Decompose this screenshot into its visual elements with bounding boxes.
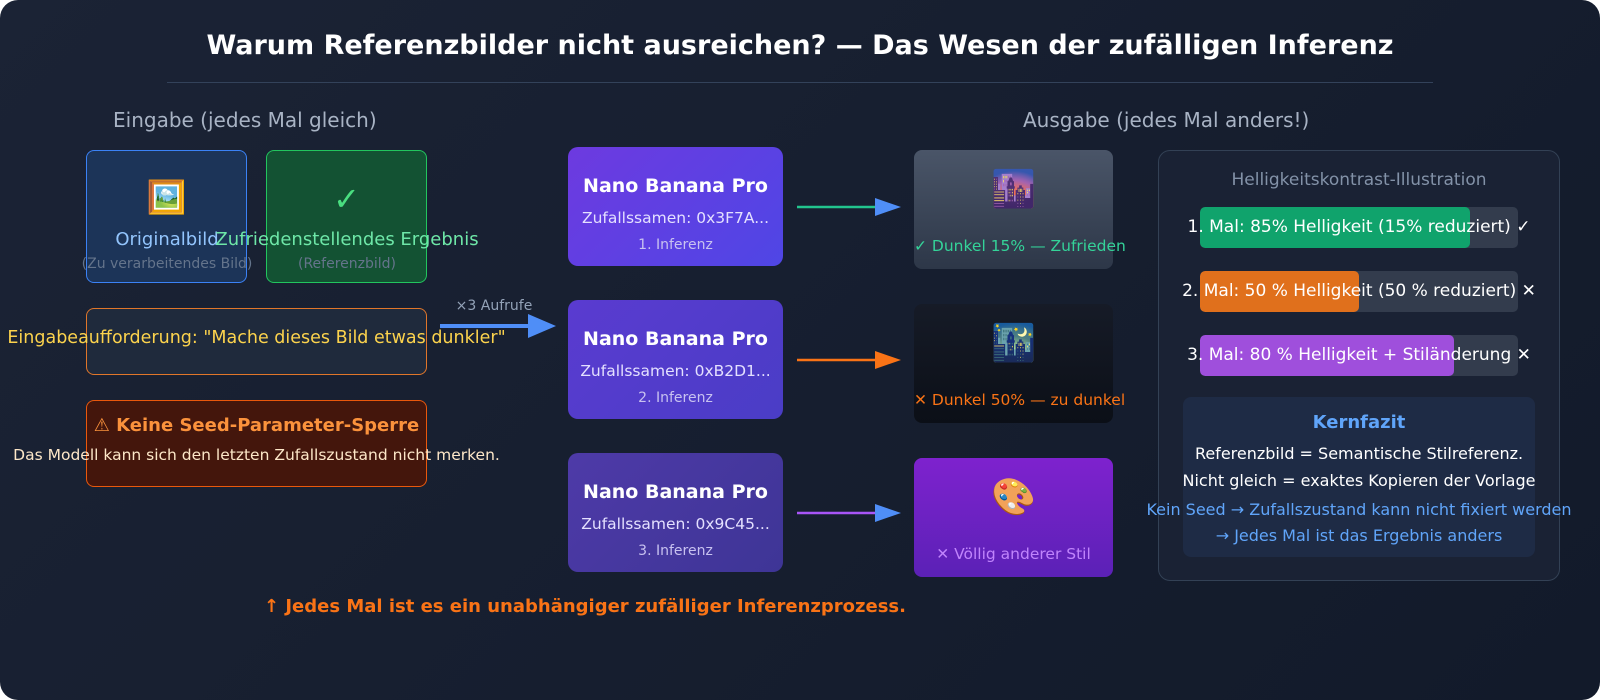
cityscape-dusk-icon: 🌆: [991, 169, 1036, 210]
model-card-3: Nano Banana Pro Zufallssamen: 0x9C45... …: [568, 453, 783, 572]
brightness-bar-label: 2. Mal: 50 % Helligkeit (50 % reduziert)…: [1182, 281, 1536, 301]
model-card-1: Nano Banana Pro Zufallssamen: 0x3F7A... …: [568, 147, 783, 266]
model-run: 2. Inferenz: [638, 390, 713, 406]
reference-result-sublabel: (Referenzbild): [297, 256, 396, 272]
prompt-card: [86, 308, 427, 375]
original-image-sublabel: (Zu verarbeitendes Bild): [81, 256, 253, 272]
output-status: ✓ Dunkel 15% — Zufrieden: [914, 237, 1126, 255]
arrow-run-1: [797, 198, 901, 216]
brightness-bar-fill: [1200, 207, 1470, 248]
brightness-bar-label: 1. Mal: 85% Helligkeit (15% reduziert) ✓: [1187, 217, 1531, 237]
model-title: Nano Banana Pro: [583, 175, 768, 197]
output-card-3: 🎨 ✕ Völlig anderer Stil: [914, 458, 1113, 577]
key-takeaway-line-2: Nicht gleich = exaktes Kopieren der Vorl…: [1182, 471, 1536, 490]
model-run: 3. Inferenz: [638, 543, 713, 559]
calls-count-label: ×3 Aufrufe: [455, 298, 533, 314]
page-title: Warum Referenzbilder nicht ausreichen? —…: [206, 30, 1394, 61]
seed-warning-card: [86, 400, 427, 487]
model-seed: Zufallssamen: 0xB2D1...: [580, 362, 771, 380]
title-divider: [167, 82, 1433, 83]
arrow-run-2: [797, 351, 901, 369]
model-card-2: Nano Banana Pro Zufallssamen: 0xB2D1... …: [568, 300, 783, 419]
model-title: Nano Banana Pro: [583, 328, 768, 350]
key-takeaway-line-3: Kein Seed → Zufallszustand kann nicht fi…: [1146, 500, 1572, 519]
prompt-text: Eingabeaufforderung: "Mache dieses Bild …: [7, 328, 506, 348]
reference-result-label: Zufriedenstellendes Ergebnis: [215, 229, 479, 250]
output-status: ✕ Dunkel 50% — zu dunkel: [914, 391, 1126, 409]
output-section-header: Ausgabe (jedes Mal anders!): [1023, 108, 1310, 132]
brightness-bar-label: 3. Mal: 80 % Helligkeit + Stiländerung ✕: [1187, 345, 1531, 365]
arrow-run-3: [797, 504, 901, 522]
key-takeaway-line-1: Referenzbild = Semantische Stilreferenz.: [1194, 444, 1524, 463]
palette-icon: 🎨: [991, 477, 1036, 518]
night-city-icon: 🌃: [991, 323, 1036, 364]
footer-note: ↑ Jedes Mal ist es ein unabhängiger zufä…: [264, 596, 906, 617]
main-flow-arrow: [440, 314, 556, 338]
reference-result-card: [266, 150, 427, 283]
model-seed: Zufallssamen: 0x9C45...: [581, 515, 770, 533]
brightness-bar-2: [1200, 271, 1518, 312]
original-image-card: [86, 150, 247, 283]
input-section-header: Eingabe (jedes Mal gleich): [113, 108, 377, 132]
model-run: 1. Inferenz: [638, 237, 713, 253]
brightness-bar-fill: [1200, 271, 1359, 312]
brightness-bar-1: [1200, 207, 1518, 248]
model-seed: Zufallssamen: 0x3F7A...: [581, 209, 770, 227]
output-card-2: 🌃 ✕ Dunkel 50% — zu dunkel: [914, 304, 1126, 423]
output-status: ✕ Völlig anderer Stil: [936, 545, 1091, 563]
picture-icon: 🖼️: [146, 178, 187, 216]
output-card-1: 🌆 ✓ Dunkel 15% — Zufrieden: [914, 150, 1126, 269]
key-takeaway-line-4: → Jedes Mal ist das Ergebnis anders: [1215, 526, 1503, 545]
checkmark-icon: ✓: [333, 180, 360, 218]
brightness-panel-title: Helligkeitskontrast-Illustration: [1231, 170, 1487, 190]
seed-warning-text: Das Modell kann sich den letzten Zufalls…: [13, 446, 500, 464]
original-image-label: Originalbild: [115, 229, 219, 250]
key-takeaway-title: Kernfazit: [1312, 412, 1406, 433]
brightness-bar-fill: [1200, 335, 1454, 376]
brightness-bar-3: [1200, 335, 1518, 376]
seed-warning-title: ⚠ Keine Seed-Parameter-Sperre: [93, 415, 420, 436]
model-title: Nano Banana Pro: [583, 481, 768, 503]
key-takeaway-box: [1183, 397, 1535, 557]
